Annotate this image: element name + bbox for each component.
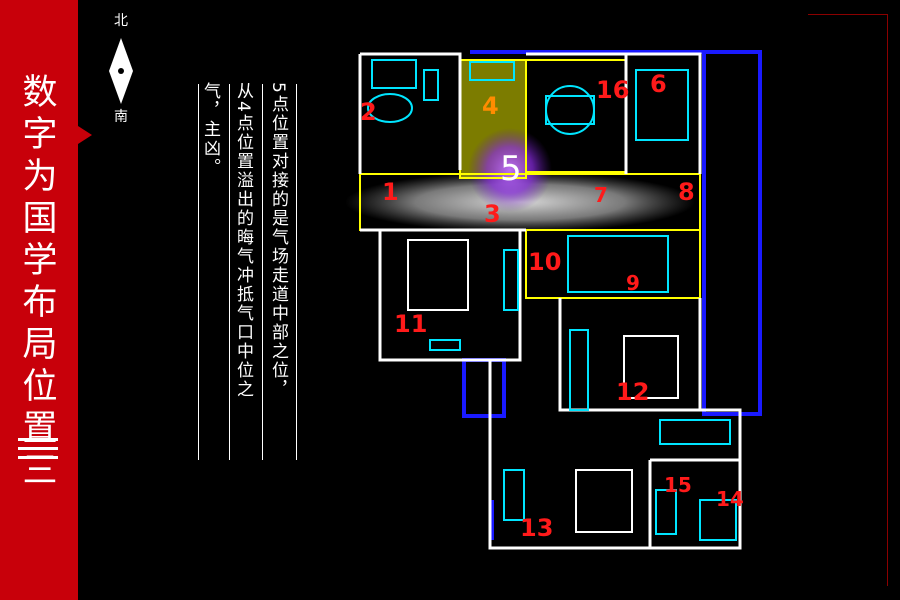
sidebar-title-char: 为 xyxy=(22,157,58,197)
compass-north-label: 北 xyxy=(114,13,128,29)
sidebar-decoration xyxy=(18,438,58,465)
marker-15: 15 xyxy=(664,473,692,497)
furniture xyxy=(367,59,737,541)
marker-6: 6 xyxy=(650,70,667,98)
marker-3: 3 xyxy=(484,200,501,228)
marker-9: 9 xyxy=(626,271,640,295)
sidebar-title-char: 学 xyxy=(22,241,58,281)
sidebar-title-char: 字 xyxy=(22,115,58,155)
description-column-2: 从4点位置溢出的晦气冲抵气口中位之 xyxy=(233,82,253,399)
column-divider xyxy=(262,84,263,460)
description-column-1: 5点位置对接的是气场走道中部之位， xyxy=(268,82,288,399)
marker-8: 8 xyxy=(678,178,695,206)
floor-plan: 1 2 3 4 5 6 7 8 9 10 11 12 13 14 15 16 xyxy=(345,50,762,550)
exterior-walls xyxy=(462,50,762,540)
column-divider xyxy=(229,84,230,460)
sidebar-title: 数字为国学布局位置三 xyxy=(18,72,62,492)
marker-7: 7 xyxy=(594,183,608,207)
marker-1: 1 xyxy=(382,178,399,206)
sidebar-title-char: 位 xyxy=(22,367,58,407)
markers: 1 2 3 4 5 6 7 8 9 10 11 12 13 14 15 16 xyxy=(360,70,744,542)
column-divider xyxy=(198,84,199,460)
frame-decoration xyxy=(808,14,888,15)
marker-11: 11 xyxy=(394,310,427,338)
marker-5: 5 xyxy=(500,149,522,189)
marker-14: 14 xyxy=(716,487,744,511)
column-divider xyxy=(296,84,297,460)
frame-decoration xyxy=(887,14,888,586)
sidebar-title-char: 局 xyxy=(22,325,58,365)
marker-13: 13 xyxy=(520,514,553,542)
marker-16: 16 xyxy=(596,76,629,104)
marker-12: 12 xyxy=(616,378,649,406)
marker-4: 4 xyxy=(482,92,499,120)
sidebar-title-char: 国 xyxy=(22,199,58,239)
sidebar-title-char: 置 xyxy=(22,409,58,449)
sidebar-title-char: 布 xyxy=(22,283,58,323)
sidebar: 数字为国学布局位置三 xyxy=(0,0,78,600)
compass-south-label: 南 xyxy=(114,109,128,125)
beds xyxy=(407,239,679,533)
sidebar-title-char: 数 xyxy=(22,73,58,113)
compass: 北 南 xyxy=(100,8,142,128)
description-column-3: 气，主凶。 xyxy=(200,82,220,177)
marker-10: 10 xyxy=(528,248,561,276)
qi-glow xyxy=(468,128,552,212)
marker-2: 2 xyxy=(360,98,377,126)
compass-needle-icon xyxy=(109,38,133,104)
walls xyxy=(358,52,742,550)
sidebar-pointer xyxy=(78,126,92,144)
